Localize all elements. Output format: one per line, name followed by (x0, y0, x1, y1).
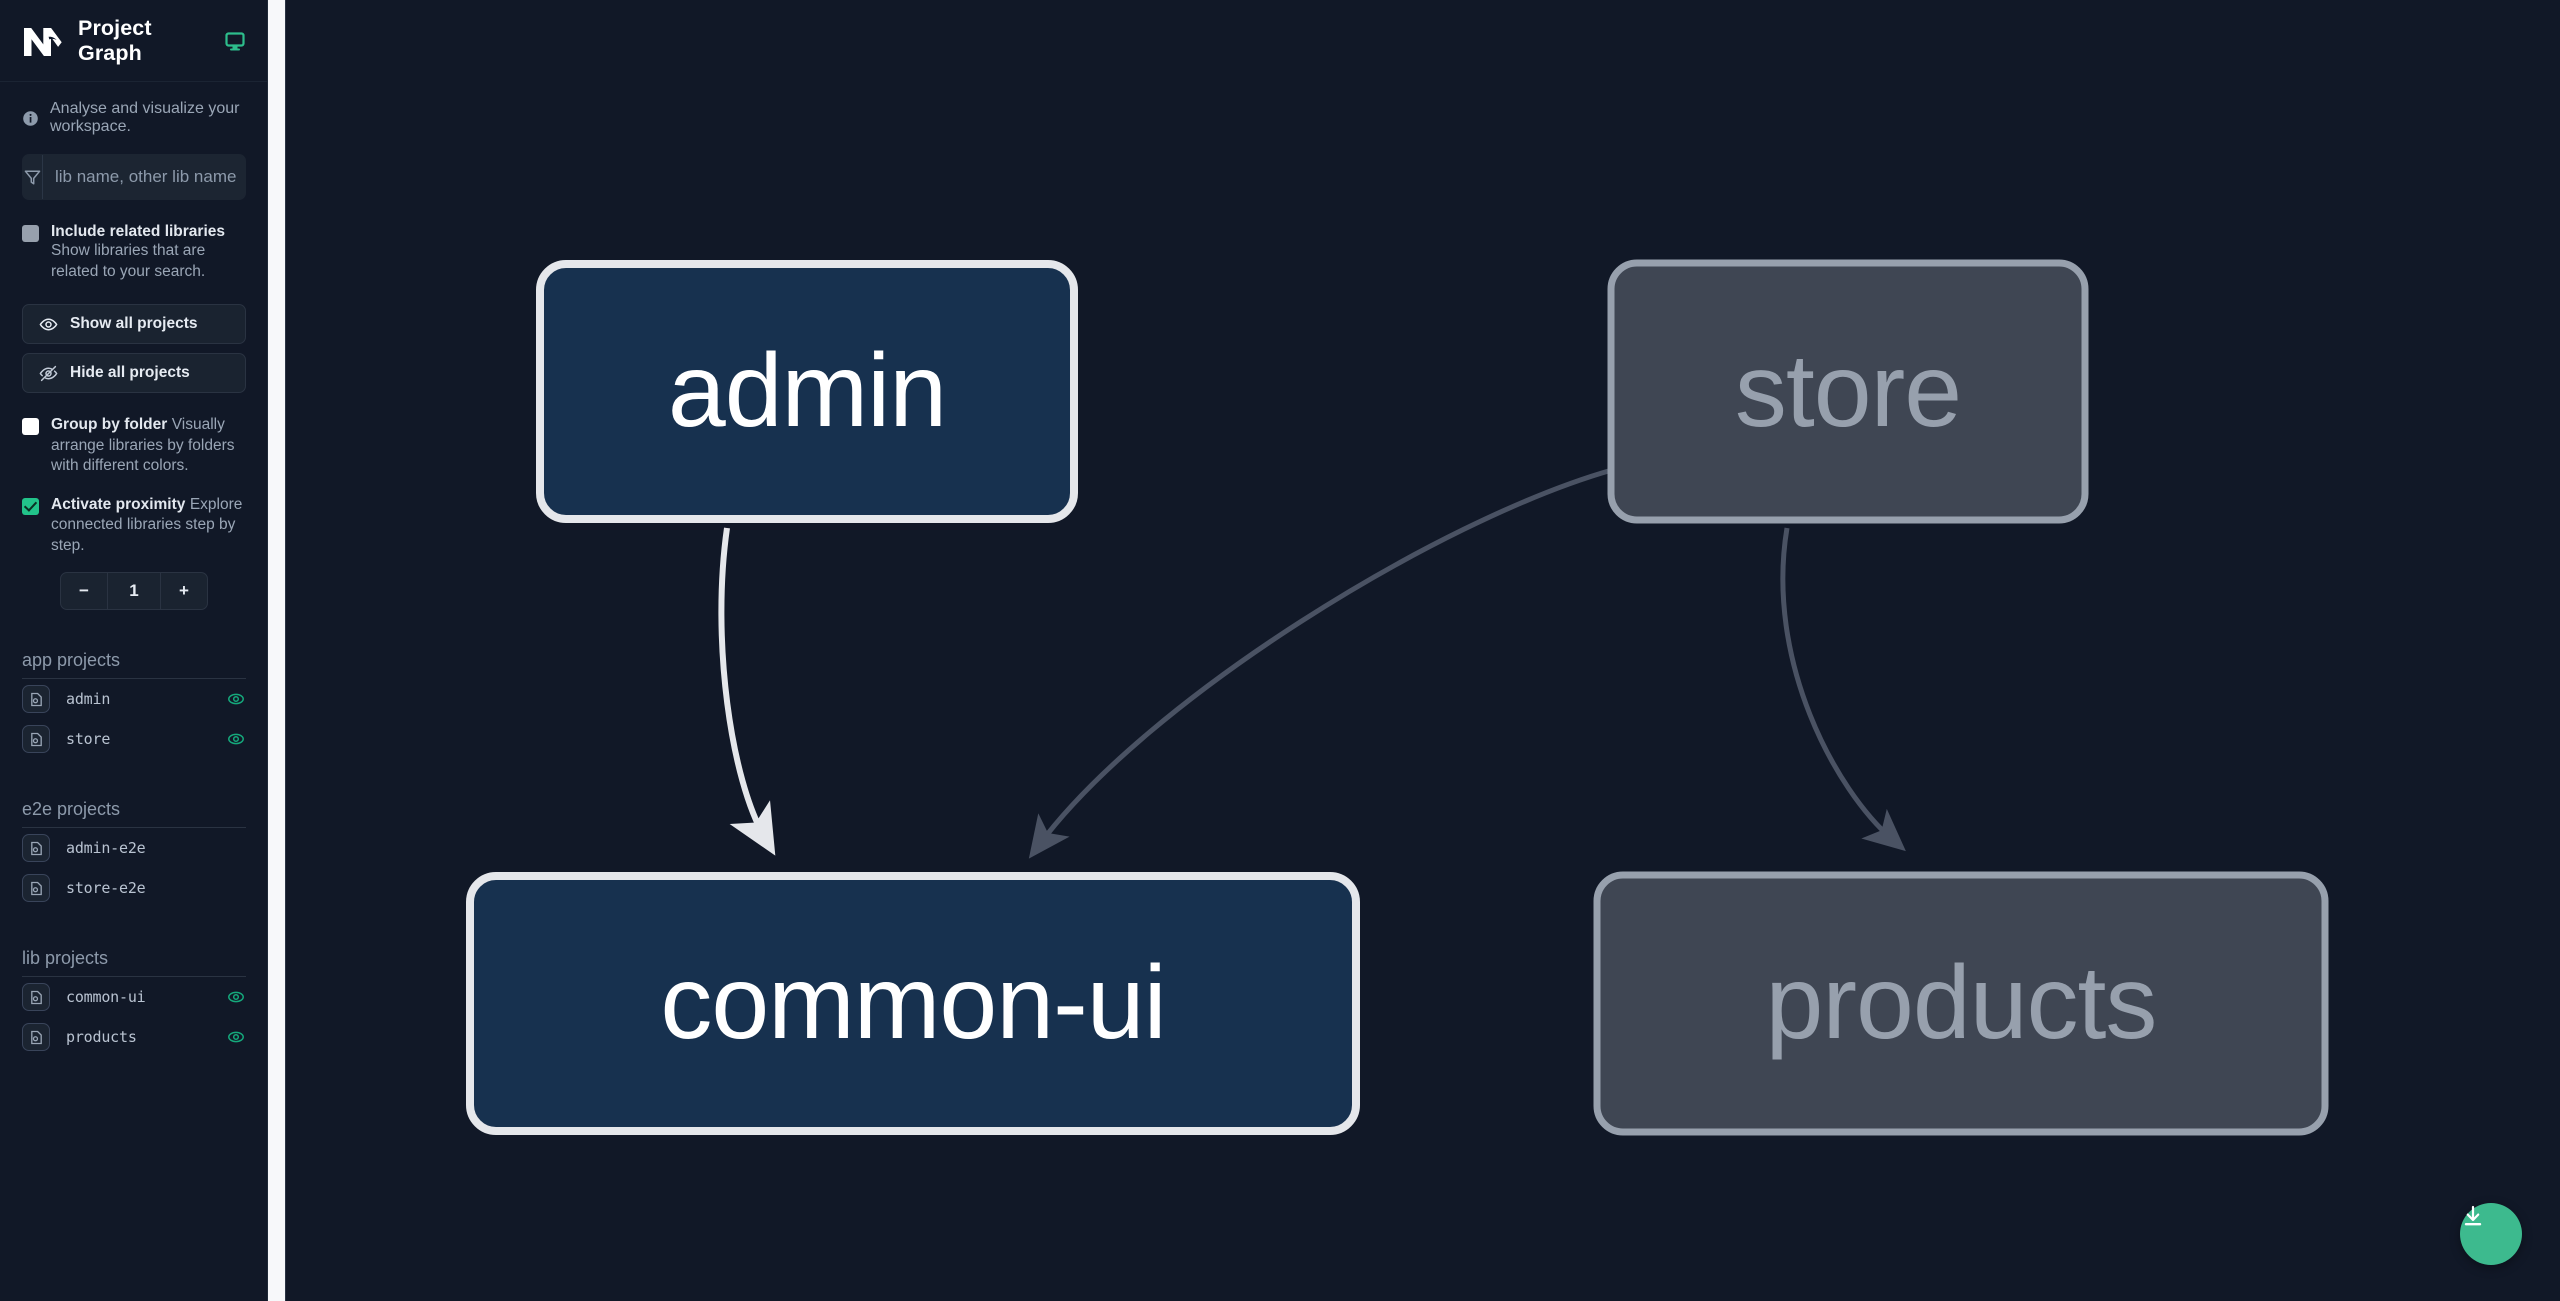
option-title: Include related libraries (51, 223, 226, 240)
show-all-row: Show all projects (0, 282, 267, 344)
project-list-item-common-ui[interactable]: common-ui (22, 977, 246, 1017)
group-heading-e2e-projects: e2e projects (22, 799, 246, 828)
project-name: admin (66, 690, 111, 708)
option-description: Visually arrange libraries by folders wi… (51, 416, 235, 474)
search-row (0, 150, 267, 200)
edge-admin-to-common-ui (718, 527, 776, 856)
eye-visible-icon[interactable] (226, 729, 246, 749)
hide-all-row: Hide all projects (0, 344, 267, 393)
page-title: Project Graph (78, 15, 152, 65)
project-name: common-ui (66, 988, 146, 1006)
search-box[interactable] (22, 154, 267, 200)
project-list-item-products[interactable]: products (22, 1017, 246, 1057)
option-title: Group by folder (51, 416, 168, 433)
show-all-projects-label: Show all projects (70, 315, 198, 332)
download-graph-button[interactable] (2460, 1203, 2522, 1265)
tagline-text: Analyse and visualize your workspace. (50, 100, 240, 135)
project-name: admin-e2e (66, 839, 146, 857)
proximity-decrement-button[interactable]: − (79, 581, 89, 600)
graph-edges (718, 467, 1906, 859)
hide-all-projects-label: Hide all projects (70, 364, 190, 381)
eye-visible-icon[interactable] (226, 1027, 246, 1047)
group-heading-lib-projects: lib projects (22, 948, 246, 977)
funnel-icon-wrap (23, 155, 43, 199)
project-list-item-store[interactable]: store (22, 719, 246, 759)
eye-visible-icon[interactable] (226, 987, 246, 1007)
edge-store-to-products (1780, 527, 1906, 852)
nx-logo-icon (22, 22, 64, 60)
project-list-item-admin-e2e[interactable]: admin-e2e (22, 828, 246, 868)
activate-proximity-checkbox[interactable] (22, 497, 39, 515)
eye-off-icon (39, 364, 58, 383)
option-description: Explore connected libraries step by step… (51, 495, 243, 554)
info-icon (22, 110, 39, 127)
proximity-value: 1 (107, 573, 161, 609)
project-name: store (66, 730, 111, 748)
graph-node-products[interactable]: products (1593, 871, 2329, 1136)
show-all-projects-button[interactable]: Show all projects (22, 304, 246, 344)
option-description: Show libraries that are related to your … (51, 242, 206, 280)
group-heading-app-projects: app projects (22, 650, 246, 679)
monitor-icon[interactable] (224, 30, 246, 52)
project-file-icon (22, 834, 50, 862)
project-name: products (66, 1028, 137, 1046)
sidebar-tagline: Analyse and visualize your workspace. (0, 82, 267, 150)
graph-node-common-ui[interactable]: common-ui (465, 871, 1361, 1136)
graph-node-store[interactable]: store (1607, 259, 2089, 524)
project-file-icon (22, 1023, 50, 1051)
sidebar-scrollbar[interactable] (268, 0, 286, 1301)
funnel-icon (23, 168, 42, 187)
project-list-item-store-e2e[interactable]: store-e2e (22, 868, 246, 908)
project-file-icon (22, 725, 50, 753)
proximity-stepper[interactable]: − 1 + (60, 572, 208, 610)
graph-canvas[interactable]: admin store common-ui products (287, 0, 2560, 1301)
project-file-icon (22, 983, 50, 1011)
eye-icon (39, 315, 58, 334)
project-file-icon (22, 874, 50, 902)
edge-store-to-common-ui (1028, 467, 1613, 859)
project-file-icon (22, 685, 50, 713)
option-include-related-libraries[interactable]: Include related libraries Show libraries… (0, 200, 267, 282)
graph-node-admin[interactable]: admin (535, 259, 1079, 524)
eye-visible-icon[interactable] (226, 689, 246, 709)
option-group-by-folder[interactable]: Group by folder Visually arrange librari… (0, 393, 267, 477)
hide-all-projects-button[interactable]: Hide all projects (22, 353, 246, 393)
sidebar: Project Graph Analy (0, 0, 268, 1301)
sidebar-header: Project Graph (0, 0, 267, 82)
search-input[interactable] (43, 155, 267, 199)
project-list-item-admin[interactable]: admin (22, 679, 246, 719)
group-by-folder-checkbox[interactable] (22, 418, 39, 435)
option-title: Activate proximity (51, 495, 186, 513)
proximity-increment-button[interactable]: + (179, 581, 189, 600)
project-name: store-e2e (66, 879, 146, 897)
proximity-stepper-row: − 1 + (0, 556, 267, 610)
option-activate-proximity[interactable]: Activate proximity Explore connected lib… (0, 477, 267, 557)
include-related-libraries-checkbox[interactable] (22, 225, 39, 242)
